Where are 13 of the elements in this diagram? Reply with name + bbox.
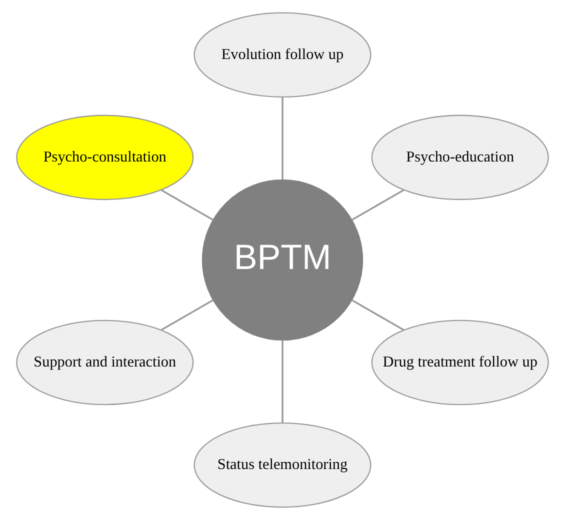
- connector: [351, 189, 404, 221]
- connector: [281, 98, 283, 180]
- node-ellipse: Psycho-education: [370, 114, 548, 200]
- node-ellipse: Status telemonitoring: [193, 422, 371, 508]
- connector: [351, 299, 404, 331]
- node-circle: BPTM: [201, 179, 363, 341]
- node-ellipse: Drug treatment follow up: [370, 320, 548, 406]
- node-ellipse: Psycho-consultation: [16, 114, 194, 200]
- node-ellipse: Evolution follow up: [193, 12, 371, 98]
- connector: [281, 340, 283, 422]
- node-ellipse: Support and interaction: [16, 320, 194, 406]
- connector: [160, 189, 213, 221]
- connector: [160, 299, 213, 331]
